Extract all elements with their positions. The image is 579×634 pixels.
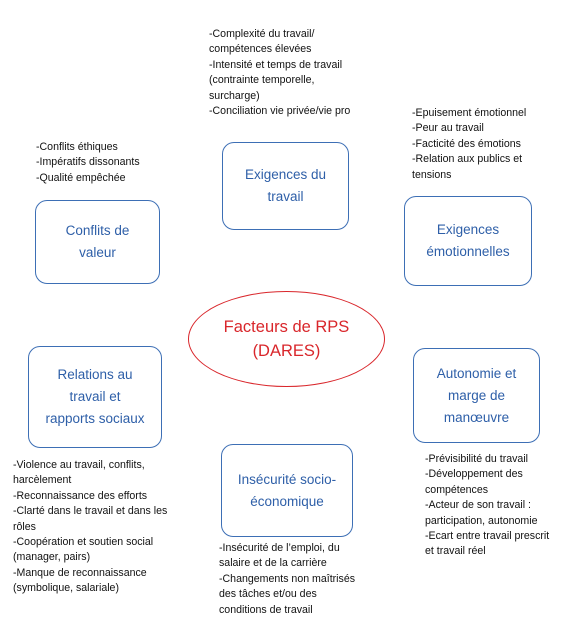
note-exigences-travail: -Complexité du travail/ compétences élev…: [209, 28, 351, 118]
note-insecurite: -Insécurité de l’emploi, du salaire et d…: [219, 542, 356, 616]
box-label-line: émotionnelles: [426, 244, 510, 259]
box-insecurite-socio-economique: Insécurité socio-économique: [221, 444, 353, 537]
note-conflits-valeur: -Conflits éthiques -Impératifs dissonant…: [36, 141, 140, 184]
box-label-line: Insécurité socio-: [237, 471, 337, 487]
note-exigences-emotionnelles: -Epuisement émotionnel -Peur au travail …: [412, 107, 527, 181]
box-label-line: Conflits de: [65, 223, 130, 238]
box-label-line: manœuvre: [443, 409, 510, 425]
center-subtitle: (DARES): [252, 342, 321, 360]
center-ellipse-facteurs-rps: Facteurs de RPS (DARES): [188, 291, 385, 387]
box-label-line: économique: [250, 493, 324, 509]
center-title: Facteurs de RPS: [223, 318, 350, 336]
box-label-line: Exigences: [436, 222, 500, 237]
box-label-line: valeur: [79, 245, 116, 260]
box-label-line: travail: [267, 189, 304, 204]
note-relations-travail: -Violence au travail, conflits, harcèlem…: [13, 459, 168, 595]
box-label-line: travail et: [69, 389, 121, 404]
box-exigences-emotionnelles: Exigences émotionnelles: [404, 196, 532, 286]
box-autonomie-marge: Autonomie et marge de manœuvre: [413, 348, 540, 443]
box-conflits-de-valeur: Conflits de valeur: [35, 200, 160, 284]
box-label-line: rapports sociaux: [45, 411, 145, 426]
note-autonomie: -Prévisibilité du travail -Développement…: [425, 453, 550, 558]
box-label-line: Exigences du: [244, 167, 327, 182]
box-label-line: Autonomie et: [436, 365, 517, 381]
box-label-line: Relations au: [57, 367, 133, 382]
box-exigences-du-travail: Exigences du travail: [222, 142, 349, 230]
box-label-line: marge de: [447, 387, 506, 403]
box-relations-au-travail: Relations au travail et rapports sociaux: [28, 346, 162, 448]
